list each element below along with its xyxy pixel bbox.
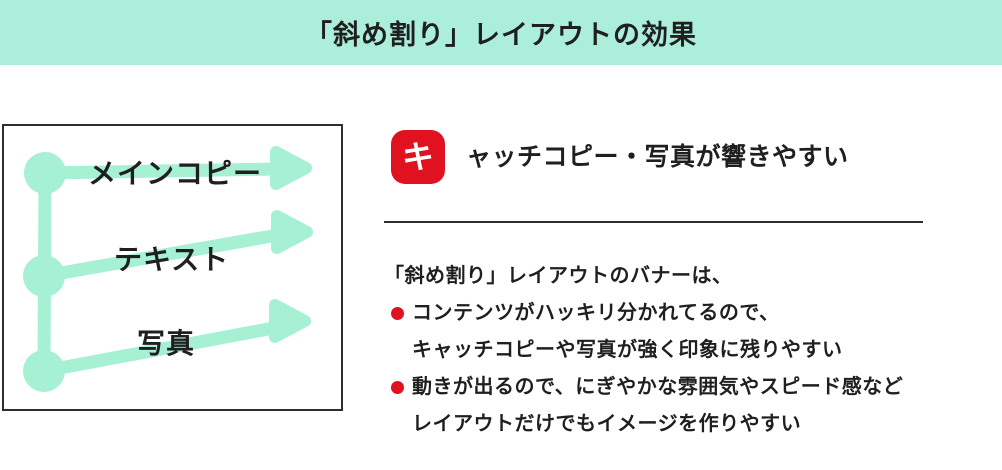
bullet-text: 動きが出るので、にぎやかな雰囲気やスピード感など レイアウトだけでもイメージを作…	[412, 369, 903, 443]
intro-line: 「斜め割り」レイアウトのバナーは、	[384, 265, 733, 287]
bullet-item: 動きが出るので、にぎやかな雰囲気やスピード感など レイアウトだけでもイメージを作…	[384, 369, 964, 443]
diagonal-layout-diagram: メインコピー テキスト 写真	[23, 146, 313, 392]
arrow-shaft-3	[42, 320, 281, 378]
bullet-dot-icon	[391, 307, 404, 320]
bullet-2-line-2: レイアウトだけでもイメージを作りやすい	[412, 413, 802, 435]
bullet-item: コンテンツがハッキリ分かれてるので、 キャッチコピーや写真が強く印象に残りやすい	[384, 295, 964, 369]
katakana-ki-badge: キ	[391, 130, 445, 184]
arrowhead-2-icon	[271, 210, 313, 254]
bullet-2-line-1: 動きが出るので、にぎやかな雰囲気やスピード感など	[412, 376, 904, 398]
node-circle-1	[24, 152, 66, 194]
feature-body: 「斜め割り」レイアウトのバナーは、 コンテンツがハッキリ分かれてるので、 キャッ…	[384, 258, 964, 443]
diagram-label-main-copy: メインコピー	[88, 158, 262, 189]
diagram-label-text: テキスト	[114, 244, 229, 275]
layout-diagram-box: メインコピー テキスト 写真	[2, 124, 343, 411]
diagram-label-photo: 写真	[137, 328, 195, 359]
node-circle-2	[23, 255, 65, 297]
node-circle-3	[23, 350, 65, 392]
arrow-shaft-1	[44, 162, 279, 180]
bullet-dot-icon	[391, 381, 404, 394]
bullet-1-line-1: コンテンツがハッキリ分かれてるので、	[412, 302, 780, 324]
feature-heading: ャッチコピー・写真が響きやすい	[466, 143, 849, 171]
page-title: 「斜め割り」レイアウトの効果	[305, 20, 697, 50]
bullet-text: コンテンツがハッキリ分かれてるので、 キャッチコピーや写真が強く印象に残りやすい	[412, 295, 843, 369]
divider	[384, 221, 923, 223]
header-banner: 「斜め割り」レイアウトの効果	[0, 0, 1002, 65]
arrowhead-3-icon	[269, 299, 311, 343]
arrowhead-1-icon	[270, 146, 312, 190]
bullet-1-line-2: キャッチコピーや写真が強く印象に残りやすい	[412, 339, 843, 361]
arrow-shaft-2	[42, 228, 280, 283]
badge-letter: キ	[401, 139, 434, 175]
